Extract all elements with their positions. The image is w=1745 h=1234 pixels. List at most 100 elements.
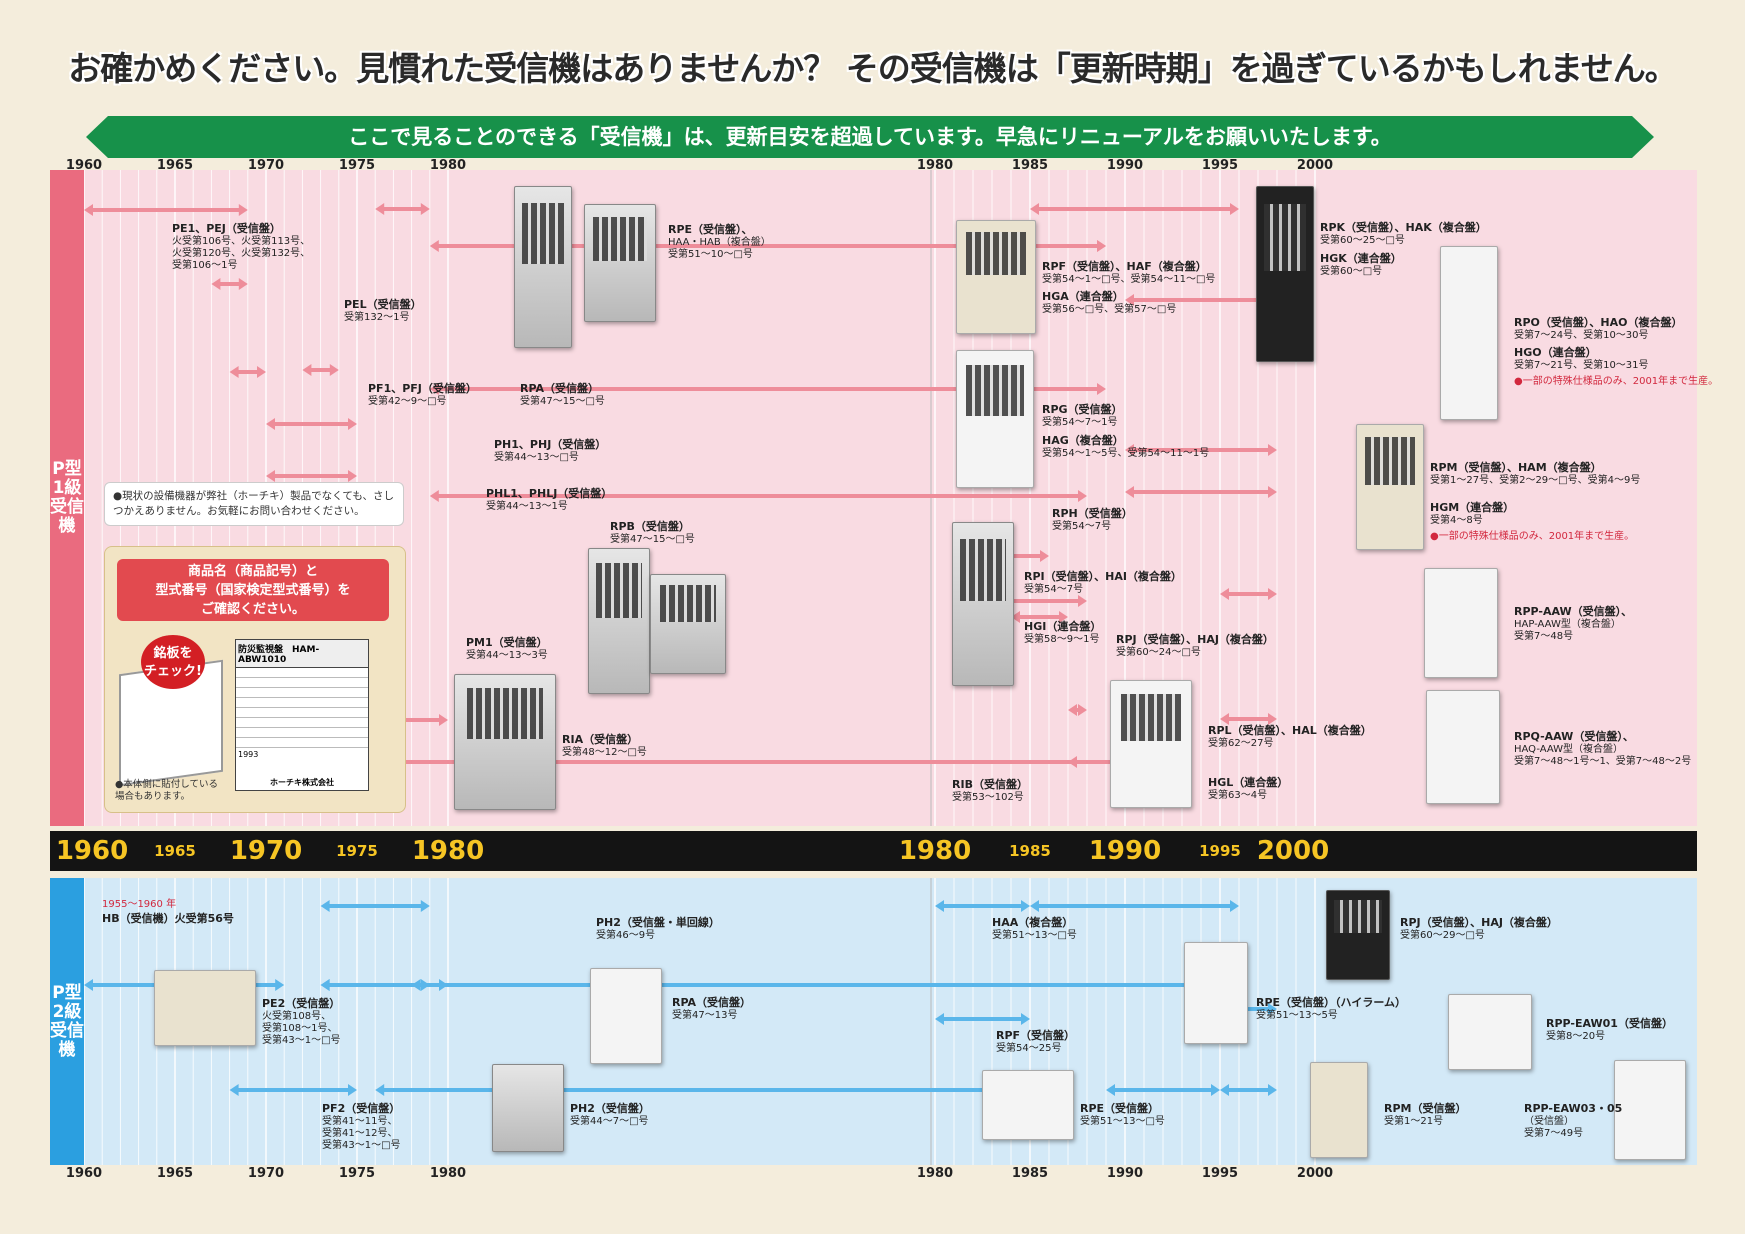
- receiver-panel-image: [1310, 1062, 1368, 1158]
- p1-model-label: HGO（連合盤）受第7〜21号、受第10〜31号●一部の特殊仕様品のみ、2001…: [1514, 346, 1719, 387]
- p1-model-label: RPB（受信盤）受第47〜15〜□号: [610, 520, 695, 545]
- p1-model-label: PM1（受信盤）受第44〜13〜3号: [466, 636, 548, 661]
- year-label-top: 2000: [1296, 158, 1334, 173]
- p1-timeline-arrow: [211, 278, 248, 290]
- p1-model-label: PHL1、PHLJ（受信盤）受第44〜13〜1号: [486, 487, 613, 512]
- p1-timeline-arrow: [1068, 704, 1087, 716]
- p1-model-label: PH1、PHJ（受信盤）受第44〜13〜□号: [494, 438, 607, 463]
- p2-timeline-arrow: [1220, 1084, 1277, 1096]
- receiver-panel-image: [492, 1064, 564, 1152]
- p1-model-label: PF1、PFJ（受信盤）受第42〜9〜□号: [368, 382, 477, 407]
- receiver-panel-image: [956, 220, 1036, 334]
- year-label-top: 1985: [1011, 158, 1049, 173]
- p2-side-label: P型2級受信機: [50, 878, 84, 1165]
- receiver-panel-image: [1440, 246, 1498, 420]
- p2-timeline-arrow: [411, 979, 1239, 991]
- p2-model-label: PF2（受信盤）受第41〜11号、受第41〜12号、受第43〜1〜□号: [322, 1102, 401, 1151]
- year-label-top: 1995: [1201, 158, 1239, 173]
- receiver-panel-image: [590, 968, 662, 1064]
- p2-timeline-arrow: [1106, 1084, 1220, 1096]
- receiver-panel-image: [454, 674, 556, 810]
- p1-timeline-arrow: [1220, 713, 1277, 725]
- year-label-top: 1990: [1106, 158, 1144, 173]
- receiver-panel-image: [956, 350, 1034, 488]
- p1-model-label: RPO（受信盤）、HAO（複合盤）受第7〜24号、受第10〜30号: [1514, 316, 1683, 341]
- year-label-top: 1965: [156, 158, 194, 173]
- receiver-panel-image: [1356, 424, 1424, 550]
- receiver-panel-image: [588, 548, 650, 694]
- banner: ここで見ることのできる「受信機」は、更新目安を超過しています。早急にリニューアル…: [86, 116, 1654, 158]
- p1-model-label: RPF（受信盤）、HAF（複合盤）受第54〜1〜□号、受第54〜11〜□号: [1042, 260, 1216, 285]
- p2-model-label: PH2（受信盤）受第44〜7〜□号: [570, 1102, 650, 1127]
- nameplate: 防災監視盤 HAM-ABW1010 1993 ホーチキ株式会社: [235, 639, 369, 791]
- p1-model-label: RPH（受信盤）受第54〜7号: [1052, 507, 1133, 532]
- p2-model-label: RPF（受信盤）受第54〜25号: [996, 1029, 1076, 1054]
- p1-timeline-arrow: [266, 418, 357, 430]
- receiver-panel-image: [1448, 994, 1532, 1070]
- year-bar-label: 1985: [1009, 842, 1051, 860]
- p1-model-label: HAG（複合盤）受第54〜1〜5号、受第54〜11〜1号: [1042, 434, 1210, 459]
- p1-timeline-arrow: [1220, 588, 1277, 600]
- p1-model-label: RPJ（受信盤）、HAJ（複合盤）受第60〜24〜□号: [1116, 633, 1274, 658]
- p1-model-label: RPL（受信盤）、HAL（複合盤）受第62〜27号: [1208, 724, 1372, 749]
- page-title: お確かめください。見慣れた受信機はありませんか？ その受信機は「更新時期」を過ぎ…: [68, 49, 1678, 88]
- info-note: ●現状の設備機器が弊社（ホーチキ）製品でなくても、さしつかえありません。お気軽に…: [104, 482, 404, 526]
- p2-model-label: PH2（受信盤・単回線）受第46〜9号: [596, 916, 720, 941]
- year-label-bottom: 1985: [1011, 1166, 1049, 1181]
- year-bar-label: 1965: [154, 842, 196, 860]
- p2-model-label: PE2（受信盤）火受第108号、受第108〜1号、受第43〜1〜□号: [262, 997, 341, 1046]
- p1-model-label: HGM（連合盤）受第4〜8号●一部の特殊仕様品のみ、2001年まで生産。: [1430, 501, 1635, 542]
- year-label-bottom: 1980: [429, 1166, 467, 1181]
- p2-timeline-grid: [84, 878, 1316, 1165]
- year-label-top: 1970: [247, 158, 285, 173]
- year-label-top: 1960: [65, 158, 103, 173]
- p1-timeline-arrow: [302, 364, 339, 376]
- year-bar-label: 1990: [1088, 836, 1162, 866]
- p1-timeline-arrow: [1030, 203, 1239, 215]
- p2-timeline-arrow: [935, 900, 1030, 912]
- year-bar-label: 1980: [411, 836, 485, 866]
- p1-model-label: RPM（受信盤）、HAM（複合盤）受第1〜27号、受第2〜29〜□号、受第4〜9…: [1430, 461, 1641, 486]
- receiver-panel-image: [1184, 942, 1248, 1044]
- p2-timeline-arrow: [1030, 900, 1239, 912]
- p1-model-label: RIB（受信盤）受第53〜102号: [952, 778, 1028, 803]
- p1-model-label: RPA（受信盤）受第47〜15〜□号: [520, 382, 605, 407]
- p1-model-label: RPP-AAW（受信盤）、HAP-AAW型（複合盤）受第7〜48号: [1514, 605, 1633, 642]
- year-bar-label: 2000: [1256, 836, 1330, 866]
- nameplate-check-box: 商品名（商品記号）と 型式番号（国家検定型式番号）を ご確認ください。 銘板をチ…: [104, 546, 406, 813]
- p1-timeline-arrow: [375, 203, 430, 215]
- p2-model-label: RPE（受信盤）（ハイラーム）受第51〜13〜5号: [1256, 996, 1406, 1021]
- receiver-panel-image: [154, 970, 256, 1046]
- p2-model-label: RPM（受信盤）受第1〜21号: [1384, 1102, 1467, 1127]
- p1-model-label: RPI（受信盤）、HAI（複合盤）受第54〜7号: [1024, 570, 1182, 595]
- p2-timeline-arrow: [229, 1084, 357, 1096]
- year-label-bottom: 2000: [1296, 1166, 1334, 1181]
- check-instruction: 商品名（商品記号）と 型式番号（国家検定型式番号）を ご確認ください。: [117, 559, 389, 621]
- receiver-panel-image: [1110, 680, 1192, 808]
- p1-timeline-arrow: [84, 204, 248, 216]
- receiver-panel-image: [1426, 690, 1500, 804]
- p1-model-label: RPE（受信盤）、HAA・HAB（複合盤）受第51〜10〜□号: [668, 223, 771, 260]
- year-bar-label: 1980: [898, 836, 972, 866]
- receiver-panel-image: [1256, 186, 1314, 362]
- receiver-panel-image: [514, 186, 572, 348]
- side-note: ●本体側に貼付している場合もあります。: [115, 779, 219, 802]
- p1-model-label: RIA（受信盤）受第48〜12〜□号: [562, 733, 647, 758]
- year-label-bottom: 1990: [1106, 1166, 1144, 1181]
- year-label-bottom: 1965: [156, 1166, 194, 1181]
- p2-model-label: RPJ（受信盤）、HAJ（複合盤）受第60〜29〜□号: [1400, 916, 1558, 941]
- year-label-bottom: 1980: [916, 1166, 954, 1181]
- p1-timeline-arrow: [1011, 611, 1068, 623]
- p1-timeline-arrow: [1125, 444, 1277, 456]
- p1-timeline-arrow: [229, 366, 266, 378]
- p1-model-label: PE1、PEJ（受信盤）火受第106号、火受第113号、火受第120号、火受第1…: [172, 222, 311, 271]
- p1-model-label: PEL（受信盤）受第132〜1号: [344, 298, 422, 323]
- p1-model-label: HGK（連合盤）受第60〜□号: [1320, 252, 1402, 277]
- p1-model-label: HGL（連合盤）受第63〜4号: [1208, 776, 1289, 801]
- p2-timeline-arrow: [375, 1084, 1068, 1096]
- year-label-top: 1980: [429, 158, 467, 173]
- year-bar-label: 1960: [55, 836, 129, 866]
- banner-text: ここで見ることのできる「受信機」は、更新目安を超過しています。早急にリニューアル…: [348, 125, 1392, 149]
